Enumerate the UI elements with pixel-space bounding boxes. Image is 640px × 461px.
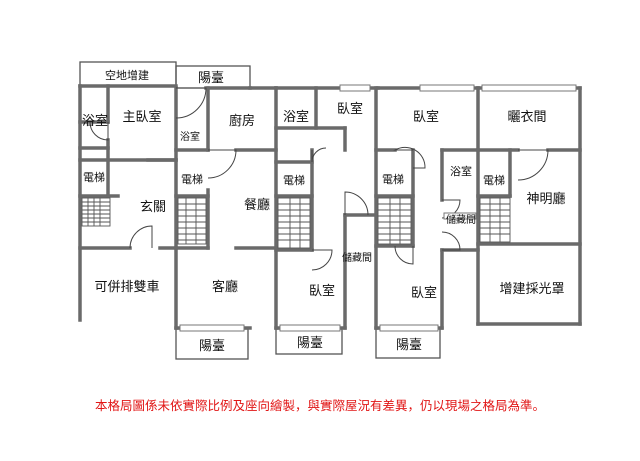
label-balcony-1: 陽臺 [199, 339, 225, 354]
label-balcony-top: 陽臺 [198, 71, 224, 86]
label-elevator-3: 電梯 [283, 174, 305, 187]
label-bedroom-1: 臥室 [337, 101, 363, 117]
stairs-3 [277, 197, 311, 249]
door-entrance [129, 225, 153, 249]
label-elevator-2: 電梯 [181, 173, 203, 186]
label-bathroom-3: 浴室 [450, 164, 472, 178]
label-elevator-5: 電梯 [483, 174, 505, 187]
label-bedroom-3: 臥室 [309, 283, 335, 299]
stairs-1 [81, 197, 111, 227]
label-balcony-2: 陽臺 [297, 336, 323, 351]
label-skylight-extension: 增建採光罩 [499, 282, 564, 297]
door-master-bath [89, 121, 109, 141]
windows [179, 84, 577, 332]
disclaimer-note: 本格局圖係未依實際比例及座向繪製，與實際屋況有差異，仍以現場之格局為準。 [94, 398, 545, 413]
stairs-2 [177, 197, 207, 245]
stairs [81, 197, 511, 249]
door-bedroom-4 [394, 245, 414, 265]
label-shrine-room: 神明廳 [526, 191, 565, 207]
door-storage-2 [441, 231, 461, 251]
label-entrance: 玄關 [140, 200, 166, 215]
stairs-4 [377, 197, 412, 245]
label-bathroom-small: 浴室 [180, 130, 200, 143]
label-dining-room: 餐廳 [244, 197, 270, 213]
door-kitchen [207, 149, 237, 179]
label-bathroom-1: 浴室 [82, 113, 108, 129]
room-labels: 空地增建 陽臺 浴室 主臥室 浴室 廚房 浴室 臥室 臥室 曬衣間 電梯 玄關 … [82, 68, 566, 354]
door-bath-2 [311, 147, 327, 163]
door-bedroom-2 [393, 146, 426, 169]
label-storage-2: 儲藏間 [446, 214, 476, 226]
label-laundry-room: 曬衣間 [507, 109, 546, 125]
door-shrine [517, 149, 549, 181]
door-top-balcony [175, 87, 207, 119]
door-bedroom-3 [311, 249, 333, 271]
label-kitchen: 廚房 [229, 113, 255, 129]
label-balcony-3: 陽臺 [396, 338, 422, 353]
door-storage-1 [344, 191, 369, 216]
label-parking: 可併排雙車 [94, 280, 159, 295]
label-elevator-1: 電梯 [83, 171, 105, 184]
label-bathroom-2: 浴室 [283, 109, 309, 125]
label-bedroom-2: 臥室 [413, 109, 439, 125]
label-living-room: 客廳 [212, 279, 238, 295]
label-master-bedroom: 主臥室 [122, 109, 161, 125]
label-bedroom-4: 臥室 [411, 285, 437, 301]
label-empty-land-extension: 空地增建 [105, 68, 149, 82]
doors [89, 87, 549, 271]
label-elevator-4: 電梯 [382, 173, 404, 186]
stairs-5 [479, 197, 511, 243]
label-storage-1: 儲藏間 [342, 252, 372, 264]
